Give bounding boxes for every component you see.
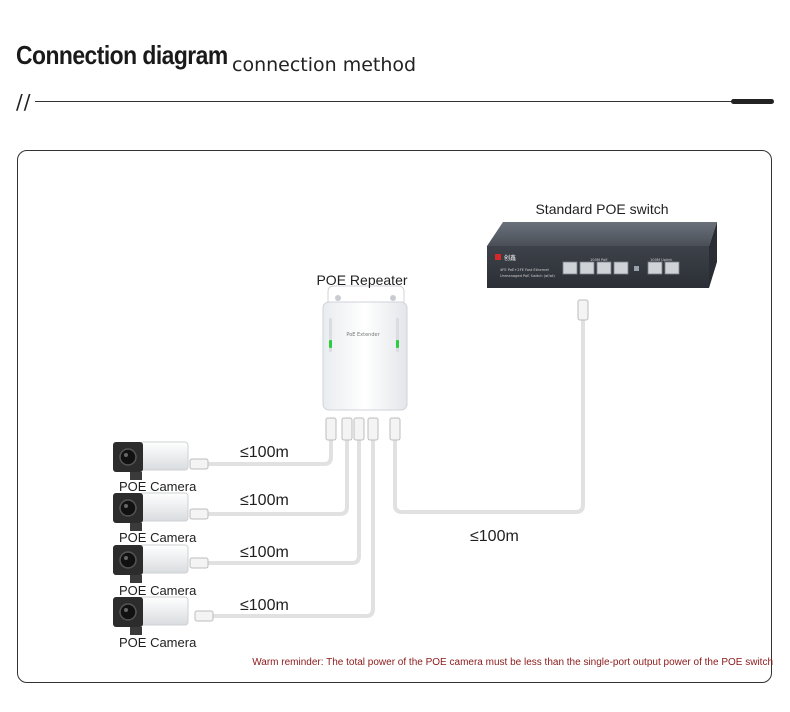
repeater-screw-right [390,295,396,301]
repeater-body [322,301,408,411]
switch-port-6 [664,261,680,275]
cable-camera-4 [203,436,375,618]
header-rule [35,101,735,102]
rj45-connectors [189,299,589,622]
switch-port-5 [647,261,663,275]
camera-3 [113,544,189,583]
repeater-led-right-on [396,340,399,348]
distance-label-switch: ≤100m [470,528,519,545]
repeater-led-left-on [329,340,332,348]
cable-camera-3 [198,436,361,565]
rj45-switch-uplink [577,299,589,321]
diagram-frame [17,150,772,683]
rj45-cam-2 [189,508,209,520]
camera-4-lens [119,603,137,621]
warm-reminder: Warm reminder: The total power of the PO… [252,657,773,668]
switch-top [487,222,717,246]
camera-label-2: POE Camera [119,530,197,545]
cable-switch-to-repeater [393,316,585,514]
camera-3-lens [119,551,137,569]
camera-1-lens [119,448,137,466]
cable-camera-2 [198,436,349,516]
poe-switch: 创鑫 4FE PoE+2FE Fast Ethernet Unmanaged P… [487,222,717,288]
cable-camera-1 [198,436,333,466]
switch-poe-ports [562,261,680,275]
camera-4 [113,596,189,635]
distance-label-camera-1: ≤100m [240,444,289,461]
page-title: Connection diagram [16,40,228,70]
switch-port-1 [562,261,578,275]
repeater-screw-left [335,295,341,301]
rj45-cam-4 [194,610,214,622]
page-subtitle: connection method [232,54,417,76]
repeater-badge: PoE Extender [346,332,380,338]
switch-port-3 [596,261,612,275]
camera-1 [113,441,189,480]
switch-port-2 [579,261,595,275]
poe-repeater: PoE Extender [322,285,408,411]
switch-port-group-2: 100M Uplink [650,258,673,262]
header-prefix: // [16,90,32,114]
switch-port-group-1: 100M PoE [590,258,608,262]
distance-label-camera-2: ≤100m [240,492,289,509]
repeater-mount-top [327,285,405,307]
switch-label: Standard POE switch [535,201,668,217]
rj45-cam-1 [189,458,209,470]
header-rule-end [731,99,774,104]
rj45-rep-1 [325,417,337,441]
camera-label-1: POE Camera [119,479,197,494]
switch-model-text: 4FE PoE+2FE Fast Ethernet [500,268,549,272]
rj45-rep-in [389,417,401,441]
camera-label-4: POE Camera [119,635,197,650]
rj45-rep-2 [341,417,353,441]
distance-label-camera-3: ≤100m [240,544,289,561]
cables [198,316,585,618]
switch-logo-mark [495,254,501,260]
switch-port-4 [613,261,629,275]
repeater-label: POE Repeater [316,272,407,288]
camera-2-lens [119,499,137,517]
rj45-rep-3 [353,417,365,441]
switch-side [709,222,717,288]
switch-logo: 创鑫 [504,254,516,262]
switch-model-text-2: Unmanaged PoE Switch (af/at) [500,274,555,278]
camera-2 [113,492,189,531]
rj45-rep-4 [367,417,379,441]
switch-status-led [634,266,639,271]
rj45-cam-3 [189,557,209,569]
distance-label-camera-4: ≤100m [240,597,289,614]
camera-label-3: POE Camera [119,583,197,598]
